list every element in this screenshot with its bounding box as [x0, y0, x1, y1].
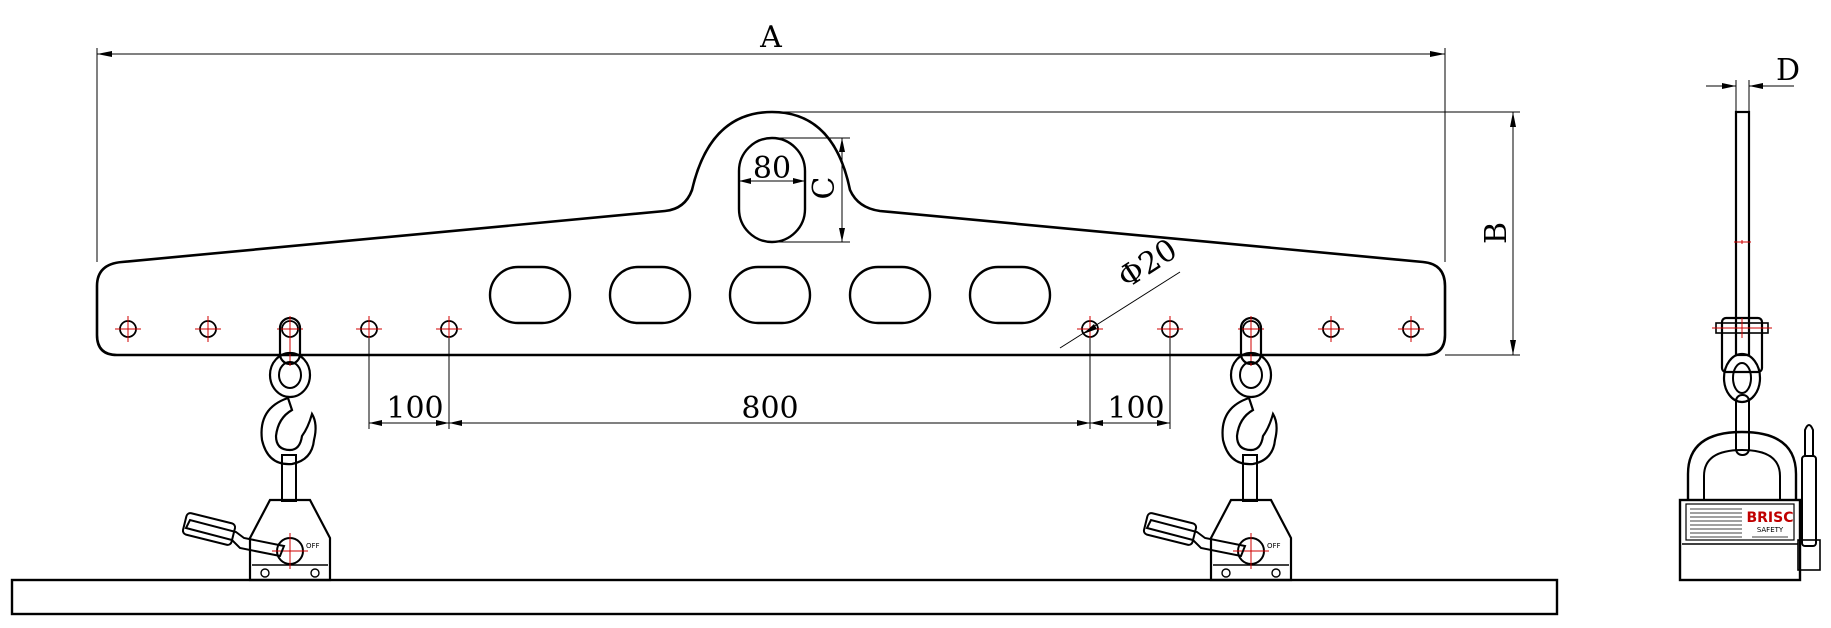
dimension-c: C [772, 137, 850, 243]
hook [1221, 396, 1278, 466]
slot-3 [728, 265, 812, 325]
hole-diameter-label: Φ20 [1112, 232, 1184, 296]
hole-span-label: 800 [741, 391, 798, 426]
chain-ring [268, 351, 312, 399]
side-hook-shank [1735, 394, 1750, 456]
magnet-handle-lever [184, 518, 286, 558]
dimension-hole-diameter: Φ20 [1059, 232, 1184, 349]
magnet-handle-lever [1145, 518, 1247, 558]
hook-shank [281, 454, 297, 502]
dimension-hole-pitch-left: 100 [368, 338, 450, 429]
dimension-b-label: B [1479, 222, 1514, 244]
slot-5 [968, 265, 1052, 325]
dimension-b: B [772, 111, 1520, 356]
switch-label: OFF [306, 542, 320, 550]
side-view: D BRISC SAFETY [1678, 53, 1821, 582]
eye-width-label: 80 [753, 151, 791, 186]
lightening-slots [488, 265, 1052, 325]
hook-shank [1242, 454, 1258, 502]
slot-2 [608, 265, 692, 325]
switch-label: OFF [1267, 542, 1281, 550]
dimension-hole-pitch-right: 100 [1090, 338, 1171, 429]
hole-pitch-right-label: 100 [1107, 391, 1164, 426]
nameplate-title: SAFETY [1757, 526, 1784, 534]
hole-pitch-left-label: 100 [386, 391, 443, 426]
side-handle [1801, 455, 1817, 547]
slot-4 [848, 265, 932, 325]
chain-ring [1229, 351, 1273, 399]
nameplate [1685, 503, 1795, 541]
dimension-hole-span: 800 [449, 338, 1091, 429]
slot-1 [488, 265, 572, 325]
dimension-eye-width: 80 [739, 151, 805, 186]
hole-row [115, 316, 1424, 342]
side-chain-ring [1722, 352, 1762, 404]
nameplate-text-lines [1690, 508, 1742, 538]
right-hook-assembly: OFF [1142, 316, 1293, 582]
dimension-a: A [96, 20, 1446, 262]
dimension-a-label: A [759, 20, 782, 55]
steel-plate-workpiece [10, 578, 1559, 616]
dimension-c-label: C [807, 177, 842, 200]
brand-label: BRISC [1746, 510, 1793, 526]
side-lifting-loop [1686, 430, 1798, 500]
hook [260, 396, 317, 466]
spreader-beam-outline [95, 110, 1447, 357]
dimension-d-label: D [1776, 53, 1800, 88]
left-hook-assembly: OFF [181, 316, 332, 582]
front-view: A B C 80 [10, 20, 1559, 616]
